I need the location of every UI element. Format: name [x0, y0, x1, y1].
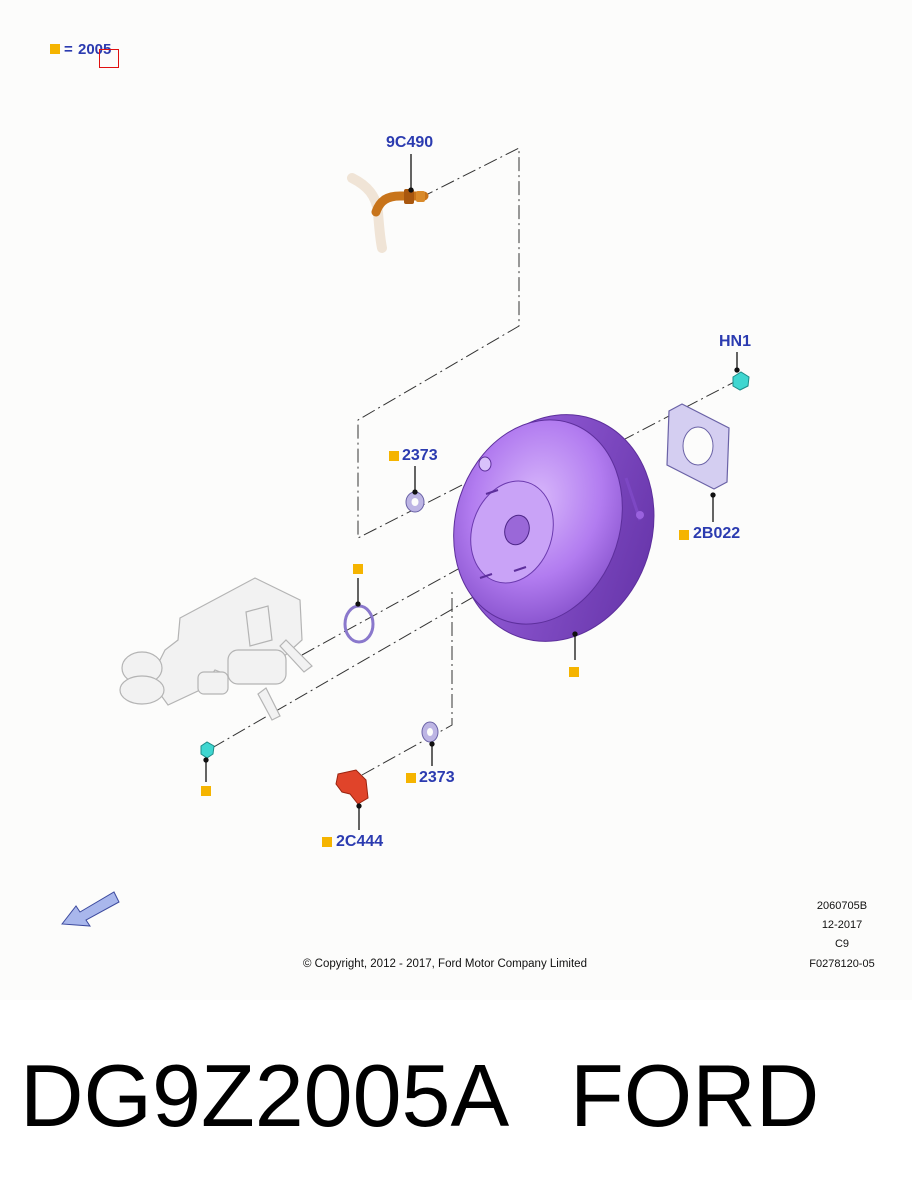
meta-date: 12-2017: [821, 919, 863, 931]
nut-hn1: [732, 371, 750, 391]
label-9c490: 9C490: [386, 134, 434, 151]
gasket-2b022: [666, 403, 730, 490]
parts-diagram: = 2005 9C490 HN1 2373 2B022 2373 2C444 2…: [50, 41, 875, 970]
callout-leaders: [203, 154, 740, 830]
brand-name: FORD: [570, 1046, 820, 1145]
legend-equals: =: [64, 41, 73, 58]
meta-figure-id: F0278120-05: [809, 958, 875, 970]
copyright-notice: © Copyright, 2012 - 2017, Ford Motor Com…: [303, 958, 587, 970]
master-cylinder: [119, 577, 313, 721]
marker-booster: [569, 667, 579, 677]
marker-2b022: [679, 530, 689, 540]
legend-marker: [50, 44, 60, 54]
vacuum-hose-9c490: [347, 173, 429, 253]
marker-clip: [201, 786, 211, 796]
label-2373-lower: 2373: [419, 769, 455, 786]
label-2c444: 2C444: [336, 833, 384, 850]
label-2373-upper: 2373: [402, 447, 438, 464]
meta-model-code: C9: [834, 938, 850, 950]
caption-bar: [0, 1000, 912, 1200]
washer-2373-upper: [405, 491, 425, 513]
meta-illustration-id: 2060705B: [816, 900, 868, 912]
center-lines: [211, 147, 739, 776]
marker-2373-lower: [406, 773, 416, 783]
washer-2373-lower: [421, 721, 439, 743]
front-direction-arrow: [61, 891, 120, 927]
marker-o-ring: [353, 564, 363, 574]
diagram-drawing: [61, 147, 750, 927]
brake-booster: [453, 414, 655, 642]
master-cyl-center-line-upper: [301, 534, 521, 656]
marker-2c444: [322, 837, 332, 847]
sensor-2c444: [335, 769, 369, 805]
label-2b022: 2B022: [693, 525, 741, 542]
sensor-center-line: [361, 590, 453, 776]
marker-2373-upper: [389, 451, 399, 461]
legend-code: 2005: [78, 41, 112, 58]
o-ring: [343, 604, 375, 644]
clip-left: [200, 741, 215, 759]
label-hn1: HN1: [719, 333, 752, 350]
master-cyl-center-line-lower: [211, 569, 521, 749]
part-number: DG9Z2005A: [20, 1046, 510, 1145]
selection-highlight: [99, 49, 119, 68]
